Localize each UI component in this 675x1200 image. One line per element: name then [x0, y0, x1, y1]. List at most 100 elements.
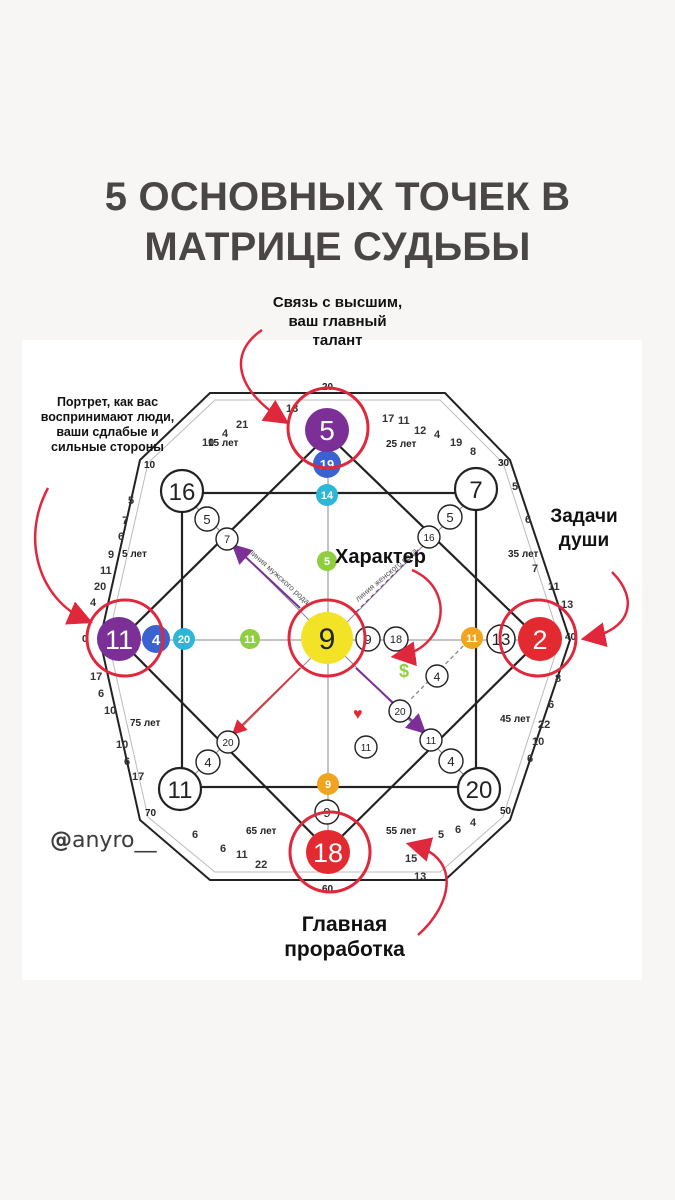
cyan-circle-left [173, 628, 195, 650]
female-line [355, 547, 421, 613]
ring-number: 17 [382, 413, 394, 425]
green-number-left: 11 [244, 634, 256, 646]
ring-number: 6 [548, 699, 554, 711]
ring-number: 19 [450, 437, 462, 449]
orange-circle-right [461, 627, 483, 649]
main-number-left: 11 [105, 625, 133, 655]
age-label: 45 лет [500, 714, 531, 725]
inner-number: 20 [394, 707, 406, 718]
ring-number: 15 [405, 853, 417, 865]
age-label: 75 лет [130, 718, 161, 729]
arrow-center [390, 568, 442, 667]
age-label: 30 [498, 458, 510, 469]
inner-number: 11 [426, 736, 437, 747]
annotation-line: Связь с высшим, [272, 294, 403, 311]
main-number-bottom: 18 [313, 838, 343, 868]
annotation-line: ваши сдлабые и [56, 425, 159, 439]
age-label: 0 [82, 634, 88, 645]
title-line-2: МАТРИЦЕ СУДЬБЫ [144, 225, 531, 269]
ring-number: 17 [132, 771, 144, 783]
annotation-portrait: Портрет, как вас воспринимают люди, ваши… [20, 395, 195, 455]
inner-circle [419, 728, 443, 752]
age-label: 50 [500, 806, 512, 817]
at-icon: @ [50, 828, 72, 853]
ring-number: 6 [527, 753, 533, 765]
ring-number: 10 [202, 437, 214, 449]
age-label: 60 [322, 884, 334, 895]
main-point-top [305, 408, 349, 452]
orange-number-bottom: 9 [325, 779, 331, 791]
ring-number: 22 [255, 859, 267, 871]
male-line [231, 543, 301, 609]
highlight-ring-bottom [288, 810, 372, 894]
inner-circle [354, 735, 378, 759]
blue-number-top: 19 [320, 457, 334, 472]
ring-number: 5 [128, 495, 134, 507]
highlight-ring-top [286, 386, 370, 470]
highlight-ring-right [498, 598, 578, 678]
corner-number-tl: 16 [169, 479, 196, 506]
corner-number-tr: 7 [469, 477, 482, 504]
highlight-rings [85, 386, 578, 894]
annotation-soul-tasks: Задачи души [548, 505, 620, 553]
ring-number: 11 [548, 581, 560, 593]
annotation-line: воспринимают люди, [40, 410, 175, 424]
cyan-circle-top [316, 484, 338, 506]
age-label: 25 лет [386, 439, 417, 450]
ring-number: 17 [90, 671, 102, 683]
age-label: 35 лет [508, 549, 539, 560]
main-number-top: 5 [319, 415, 335, 446]
corner-circle-bl [157, 766, 203, 812]
outer-ring-inner [107, 399, 561, 873]
ring-number: 10 [532, 736, 544, 748]
inner-number: 5 [203, 512, 210, 527]
orange-circle-bottom [317, 773, 339, 795]
corner-circle-br [456, 766, 502, 812]
ring-number: 13 [561, 599, 573, 611]
blue-circle-top [313, 450, 341, 478]
main-number-right: 2 [532, 625, 547, 655]
main-points: 5 11 2 18 9 [97, 408, 562, 874]
ring-number: 10 [116, 739, 128, 751]
title-line-1: 5 ОСНОВНЫХ ТОЧЕК В [104, 175, 571, 219]
age-labels: 20 30 40 50 60 70 0 10 15 лет 25 лет 35 … [82, 382, 577, 895]
love-line [231, 667, 301, 736]
age-label: 15 лет [208, 438, 239, 449]
inner-number: 20 [222, 738, 234, 749]
annotation-character: Характер [335, 546, 426, 568]
ring-number: 6 [124, 756, 130, 768]
inner-number: 16 [423, 533, 435, 544]
ring-number: 5 [438, 829, 444, 841]
annotation-line: талант [312, 332, 363, 349]
arrow-right [580, 571, 630, 647]
ring-number: 11 [236, 849, 248, 861]
corner-circle-tl [159, 468, 205, 514]
outer-ring [98, 392, 572, 881]
inner-circle [215, 527, 239, 551]
ring-number: 6 [98, 688, 104, 700]
age-label: 10 [144, 460, 156, 471]
ring-number: 7 [122, 515, 128, 527]
annotation-talent: Связь с высшим, ваш главный талант [240, 293, 435, 350]
orange-number-right: 11 [466, 633, 478, 645]
annotation-line: Главная [301, 913, 388, 936]
male-line-label: линия мужского рода [247, 547, 312, 607]
main-point-center [301, 612, 353, 664]
ring-number: 11 [398, 415, 410, 427]
inner-circle [437, 504, 463, 530]
inner-number: 5 [446, 510, 453, 525]
age-label: 65 лет [246, 826, 277, 837]
annotation-line: ваш главный [288, 313, 387, 330]
ring-number: 20 [94, 581, 106, 593]
author-handle-text: anyro__ [72, 828, 157, 853]
annotation-line: Задачи [550, 506, 618, 527]
ring-number: 4 [222, 428, 229, 440]
dollar-icon: $ [399, 661, 409, 681]
inner-circle [417, 525, 441, 549]
annotation-main-work: Главная проработка [262, 912, 427, 962]
ring-number: 22 [538, 719, 550, 731]
ring-number: 6 [118, 531, 124, 543]
inner-number: 9 [364, 632, 371, 647]
arrow-top [239, 328, 290, 425]
